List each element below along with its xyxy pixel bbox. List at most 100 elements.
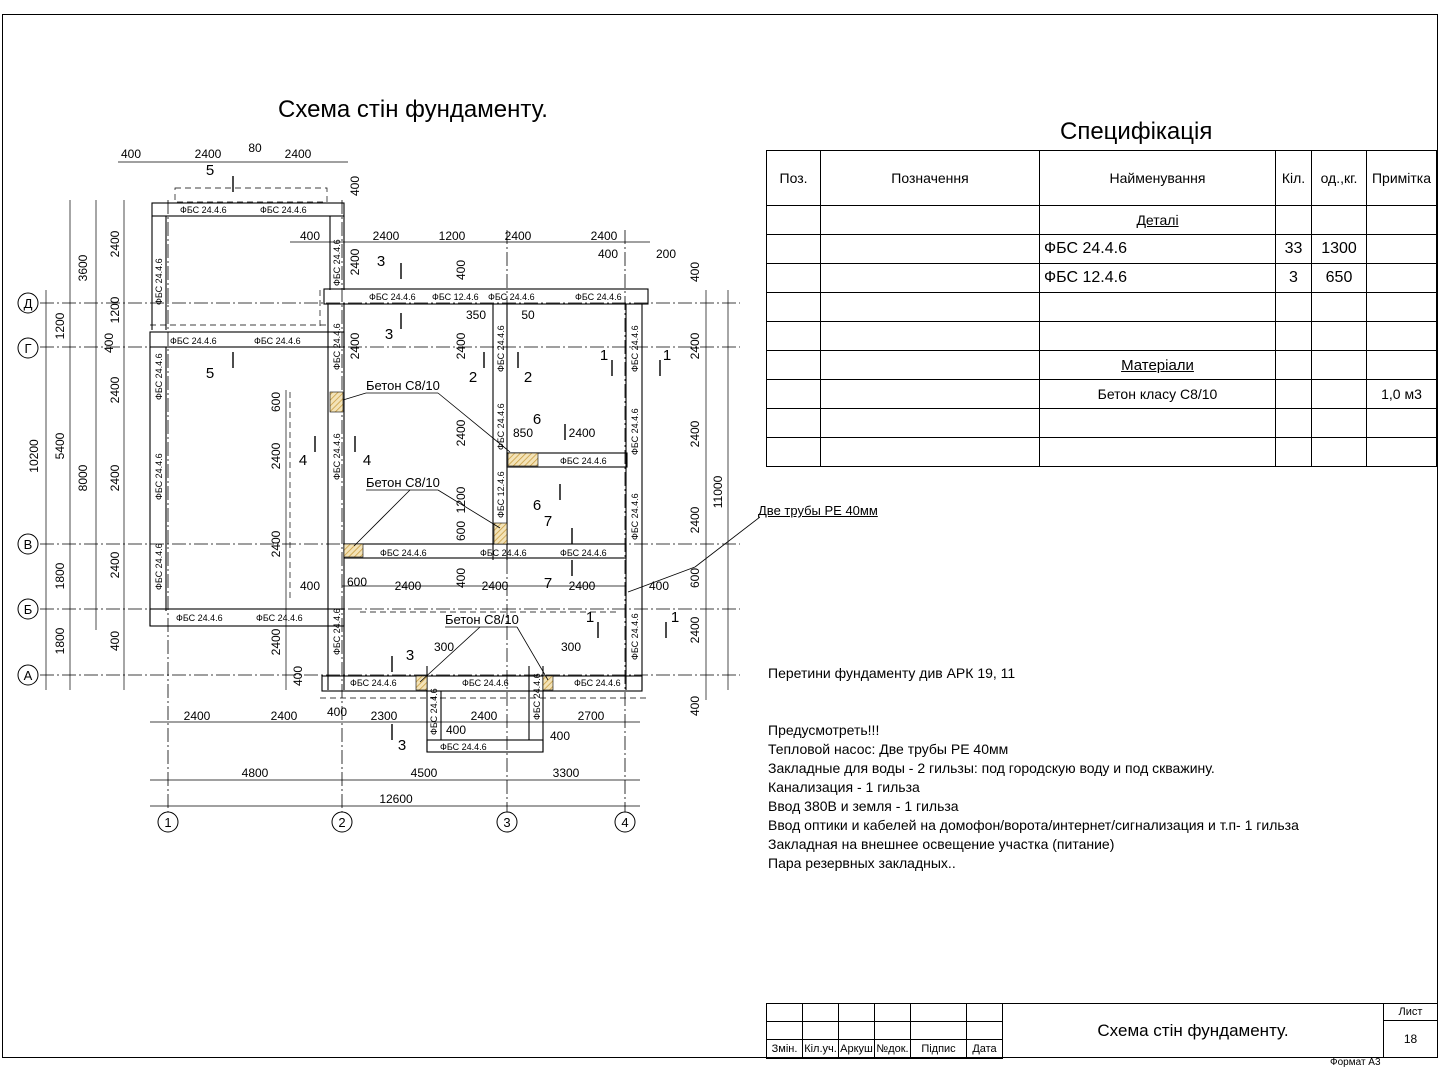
block-label: ФБС 24.4.6 [170,336,217,346]
spec-header: Найменування [1039,150,1276,206]
dim-text: 400 [688,696,702,716]
table-row: Бетон класу С8/10 1,0 м3 [766,379,1437,409]
block-label: ФБС 12.4.6 [432,292,479,302]
axis-label: 1 [164,815,171,830]
spec-item-note [1366,263,1437,293]
block-label: ФБС 24.4.6 [532,673,542,720]
section-mark: 7 [544,575,552,592]
axis-label: Б [24,602,33,617]
block-label: ФБС 24.4.6 [429,688,439,735]
dim-text: 3600 [76,254,90,281]
spec-header: Кіл. [1275,150,1312,206]
notes-head: Предусмотреть!!! [768,722,880,738]
section-mark: 3 [398,737,406,754]
dim-text: 1800 [53,627,67,654]
dim-text: 2400 [269,628,283,655]
spec-header: Примітка [1366,150,1437,206]
dim-text: 400 [102,333,116,353]
dim-text: 2400 [285,147,312,161]
dim-text: 2400 [108,230,122,257]
dim-text: 400 [649,579,669,593]
spec-table: Поз. Позначення Найменування Кіл. од.,кг… [766,150,1437,467]
section-mark: 3 [377,253,385,270]
dim-text: 400 [327,705,347,719]
dimension-texts: 400 2400 80 2400 400 2400 1200 2400 2400… [27,141,725,806]
dim-text: 2400 [108,551,122,578]
dim-text: 2400 [269,442,283,469]
block-label: ФБС 24.4.6 [560,548,607,558]
section-mark: 2 [469,369,477,386]
plan-title: Схема стін фундаменту. [278,96,548,123]
notes-item: Закладная на внешнее освещение участка (… [768,836,1115,852]
notes-item: Пара резервных закладных.. [768,855,956,871]
dim-text: 400 [121,147,141,161]
table-row [766,408,1437,438]
concrete-inserts [329,391,554,691]
section-mark: 2 [524,369,532,386]
dim-text: 2400 [108,376,122,403]
section-mark: 6 [533,411,541,428]
concrete-label: Бетон С8/10 [366,378,440,393]
dim-text: 600 [454,521,468,541]
spec-header-row: Поз. Позначення Найменування Кіл. од.,кг… [766,150,1437,206]
dim-text: 50 [521,308,535,322]
title-block-sheet-label: Лист [1383,1003,1438,1021]
axis-label: 3 [503,815,510,830]
block-labels: ФБС 24.4.6 ФБС 24.4.6 ФБС 24.4.6 ФБС 12.… [154,205,640,752]
spec-item-name: ФБС 12.4.6 [1039,263,1276,293]
dim-text: 2400 [688,420,702,447]
dim-text: 400 [688,262,702,282]
dimension-lines [45,161,729,807]
concrete-label: Бетон С8/10 [366,475,440,490]
block-label: ФБС 24.4.6 [154,258,164,305]
block-label: ФБС 24.4.6 [630,493,640,540]
pipes-callout-label: Две трубы РЕ 40мм [758,503,878,518]
spec-title: Специфікація [1060,118,1213,145]
dim-text: 3300 [553,766,580,780]
dim-text: 2400 [195,147,222,161]
dim-text: 2400 [108,464,122,491]
block-label: ФБС 24.4.6 [560,456,607,466]
spec-section-materials: Матеріали [1121,356,1194,374]
block-label: ФБС 24.4.6 [256,613,303,623]
notes-item: Закладные для воды - 2 гильзы: под город… [768,760,1215,776]
block-label: ФБС 24.4.6 [332,433,342,480]
block-label: ФБС 24.4.6 [180,205,227,215]
sheet-frame [2,14,1438,1058]
dim-text: 400 [291,666,305,686]
dim-text: 8000 [76,464,90,491]
dim-text: 400 [348,176,362,196]
block-label: ФБС 24.4.6 [575,292,622,302]
block-label: ФБС 24.4.6 [369,292,416,302]
dim-text: 1200 [454,486,468,513]
dim-text: 300 [561,640,581,654]
dim-text: 5400 [53,432,67,459]
dim-text: 1200 [439,229,466,243]
dim-text: 2400 [569,426,596,440]
table-row [766,292,1437,322]
dim-text: 4500 [411,766,438,780]
dim-text: 1200 [53,312,67,339]
dim-text: 2400 [271,709,298,723]
dim-text: 400 [598,247,618,261]
section-marks: 5 3 3 5 1 1 2 2 4 4 6 6 7 7 1 1 3 3 [206,162,679,754]
spec-material-note: 1,0 м3 [1366,379,1437,409]
block-label: ФБС 24.4.6 [154,353,164,400]
table-row [766,437,1437,467]
axis-label: 2 [338,815,345,830]
dim-text: 850 [513,426,533,440]
title-block-name: Схема стін фундаменту. [1002,1003,1384,1058]
block-label: ФБС 24.4.6 [254,336,301,346]
table-row: ФБС 12.4.6 3 650 [766,263,1437,293]
dim-text: 300 [434,640,454,654]
dim-text: 400 [300,579,320,593]
dim-text: 600 [347,575,367,589]
notes-sections-ref: Перетини фундаменту див АРК 19, 11 [768,665,1016,681]
dim-text: 2300 [371,709,398,723]
dim-text: 1800 [53,562,67,589]
dim-text: 600 [269,392,283,412]
dim-text: 2400 [454,332,468,359]
notes: Перетини фундаменту див АРК 19, 11 Преду… [768,664,1299,873]
spec-section-details: Деталі [1136,212,1179,228]
title-block-grid: Змін. Кіл.уч. Аркуш №док. Підпис Дата [766,1003,1003,1059]
